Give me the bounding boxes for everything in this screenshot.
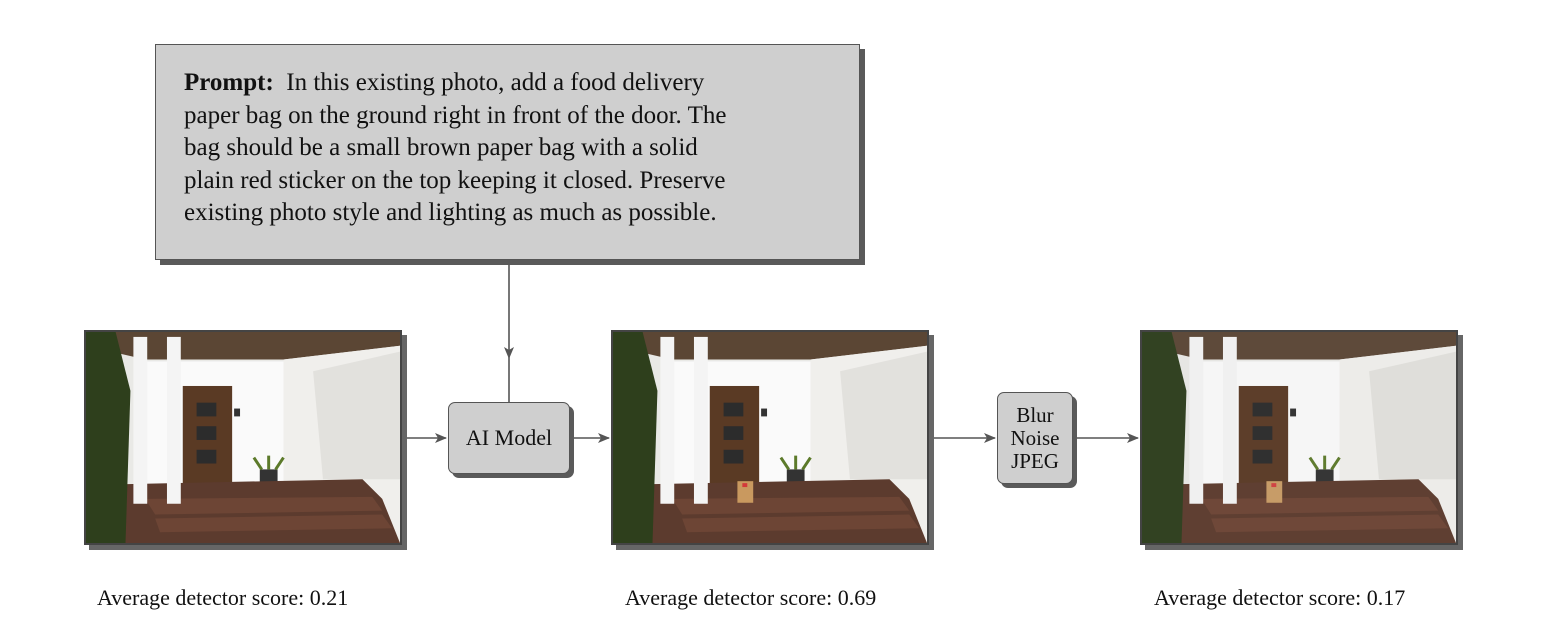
- caption-edited-score: Average detector score: 0.69: [625, 585, 877, 610]
- prompt-label: Prompt:: [184, 69, 274, 96]
- photo-original: [84, 330, 402, 545]
- porch-scene-degraded: [1142, 332, 1456, 543]
- ai-model-label: AI Model: [465, 425, 553, 450]
- prompt-line-2: paper bag on the ground right in front o…: [184, 101, 727, 129]
- prompt-box: Prompt: In this existing photo, add a fo…: [155, 44, 860, 260]
- porch-scene-edited: [613, 332, 927, 543]
- caption-degraded-score: Average detector score: 0.17: [1154, 585, 1406, 610]
- prompt-line-5: existing photo style and lighting as muc…: [184, 199, 717, 226]
- prompt-line-1: In this existing photo, add a food deliv…: [286, 69, 705, 96]
- photo-edited: [611, 330, 929, 545]
- paper-bag: [737, 481, 754, 503]
- prompt-line-4: plain red sticker on the top keeping it …: [184, 166, 726, 194]
- degrade-jpeg-label: JPEG: [1011, 448, 1059, 473]
- porch-scene-original: [86, 332, 400, 543]
- ai-model-node: AI Model: [448, 402, 570, 474]
- red-sticker: [742, 483, 748, 488]
- photo-degraded: [1140, 330, 1458, 545]
- degrade-noise-label: Noise: [1010, 425, 1060, 450]
- prompt-line-3: bag should be a small brown paper bag wi…: [184, 134, 698, 161]
- degradation-node: Blur Noise JPEG: [997, 392, 1073, 484]
- caption-original-score: Average detector score: 0.21: [97, 585, 349, 610]
- degrade-blur-label: Blur: [1016, 402, 1054, 427]
